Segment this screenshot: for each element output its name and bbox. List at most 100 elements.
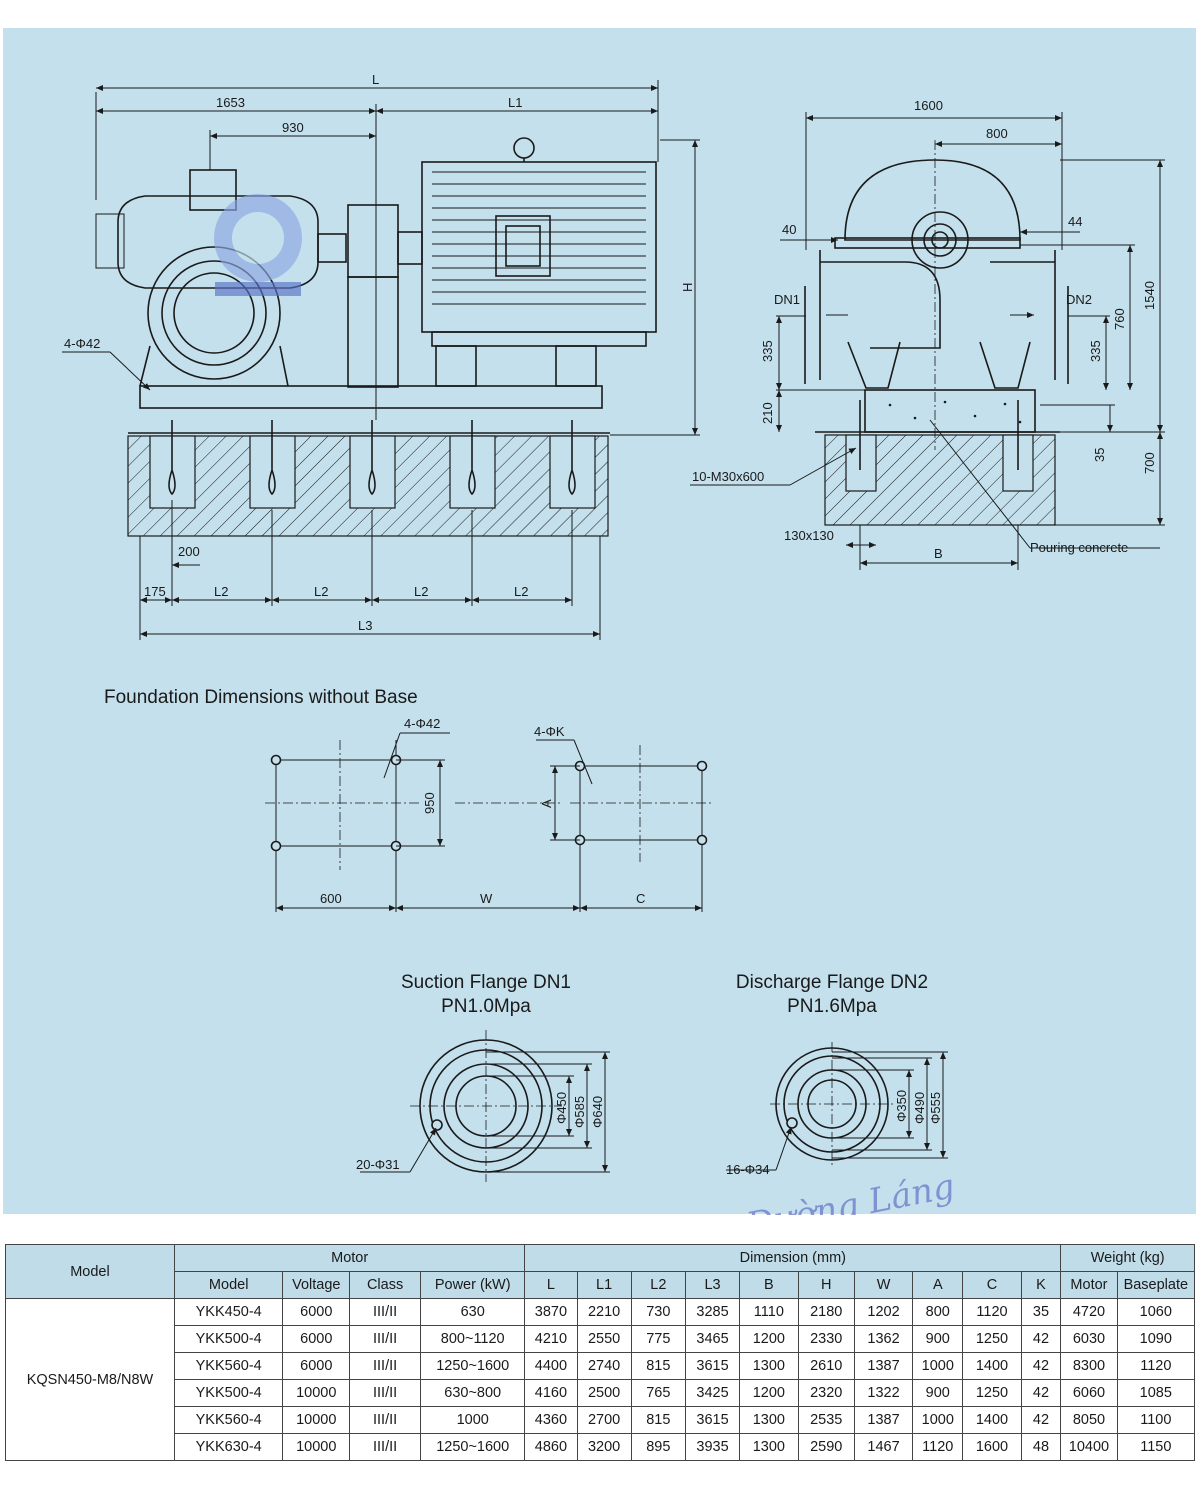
foundation-title: Foundation Dimensions without Base xyxy=(104,687,418,708)
foundation-dim-600: 600 xyxy=(320,891,342,906)
cell: 630 xyxy=(420,1298,526,1326)
cell: 3465 xyxy=(684,1325,741,1353)
cell: 8300 xyxy=(1060,1352,1118,1380)
cell: YKK450-4 xyxy=(173,1298,284,1326)
subheader-H: H xyxy=(797,1271,855,1299)
dim-35: 35 xyxy=(1092,448,1107,462)
subheader-L1: L1 xyxy=(576,1271,632,1299)
cell: 3615 xyxy=(684,1406,741,1434)
discharge-holes: 16-Φ34 xyxy=(726,1162,770,1177)
dim-175: 175 xyxy=(144,584,166,599)
cell: 1387 xyxy=(853,1406,914,1434)
dim-760: 760 xyxy=(1112,308,1127,330)
foundation-dim-A: A xyxy=(539,799,554,808)
discharge-title: Discharge Flange DN2 xyxy=(736,972,928,993)
dim-1540: 1540 xyxy=(1142,281,1157,310)
subheader-W: W xyxy=(853,1271,914,1299)
dim-44: 44 xyxy=(1068,214,1082,229)
discharge-d490: Φ490 xyxy=(912,1092,927,1124)
cell: III/II xyxy=(349,1298,422,1326)
subheader-motor-model: Model xyxy=(173,1271,284,1299)
cell: 815 xyxy=(630,1352,686,1380)
cell: 895 xyxy=(630,1433,686,1461)
cell: 2210 xyxy=(576,1298,632,1326)
dim-H: H xyxy=(680,283,695,292)
cell: 2550 xyxy=(576,1325,632,1353)
cell: 1150 xyxy=(1116,1433,1196,1461)
cell: 1250 xyxy=(962,1325,1022,1353)
header-dimension: Dimension (mm) xyxy=(524,1244,1062,1272)
dim-40: 40 xyxy=(782,222,796,237)
cell: 3200 xyxy=(576,1433,632,1461)
cell: 6000 xyxy=(282,1352,351,1380)
cell: YKK500-4 xyxy=(173,1325,284,1353)
subheader-weight-baseplate: Baseplate xyxy=(1116,1271,1196,1299)
cell: 10000 xyxy=(282,1433,351,1461)
cell: 1362 xyxy=(853,1325,914,1353)
cell: III/II xyxy=(349,1379,422,1407)
dim-L2-4: L2 xyxy=(514,584,528,599)
subheader-B: B xyxy=(739,1271,799,1299)
cell: 1120 xyxy=(962,1298,1022,1326)
cell: 3425 xyxy=(684,1379,741,1407)
cell: 42 xyxy=(1020,1352,1062,1380)
cell: 1000 xyxy=(912,1352,964,1380)
subheader-power: Power (kW) xyxy=(420,1271,526,1299)
cell: 4720 xyxy=(1060,1298,1118,1326)
discharge-d350: Φ350 xyxy=(894,1090,909,1122)
cell: YKK560-4 xyxy=(173,1352,284,1380)
foundation-dim-W: W xyxy=(480,891,493,906)
cell: 2535 xyxy=(797,1406,855,1434)
cell: 1400 xyxy=(962,1352,1022,1380)
cell: 1250 xyxy=(962,1379,1022,1407)
front-elevation: L 1653 L1 930 H 4-Φ42 200 175 L2 L2 L2 L… xyxy=(62,72,700,640)
pump-model-cell: KQSN450-M8/N8W xyxy=(5,1298,175,1461)
subheader-L: L xyxy=(524,1271,578,1299)
cell: 1110 xyxy=(739,1298,799,1326)
dim-L1: L1 xyxy=(508,95,522,110)
cell: 1322 xyxy=(853,1379,914,1407)
dim-210: 210 xyxy=(760,402,775,424)
subheader-voltage: Voltage xyxy=(282,1271,351,1299)
subheader-K: K xyxy=(1020,1271,1062,1299)
discharge-pressure: PN1.6Mpa xyxy=(787,996,877,1017)
pump-logo xyxy=(214,194,302,296)
subheader-L3: L3 xyxy=(684,1271,741,1299)
cell: 3615 xyxy=(684,1352,741,1380)
dim-335-left: 335 xyxy=(760,340,775,362)
cell: 1000 xyxy=(912,1406,964,1434)
dim-700: 700 xyxy=(1142,452,1157,474)
cell: YKK500-4 xyxy=(173,1379,284,1407)
cell: 1060 xyxy=(1116,1298,1196,1326)
cell: 2610 xyxy=(797,1352,855,1380)
suction-holes: 20-Φ31 xyxy=(356,1157,400,1172)
dim-L2-2: L2 xyxy=(314,584,328,599)
cell: 3870 xyxy=(524,1298,578,1326)
cell: 1200 xyxy=(739,1379,799,1407)
cell: 1250~1600 xyxy=(420,1433,526,1461)
foundation-plan: Foundation Dimensions without Base xyxy=(104,687,712,912)
cell: 1120 xyxy=(1116,1352,1196,1380)
cell: 2740 xyxy=(576,1352,632,1380)
dim-200: 200 xyxy=(178,544,200,559)
label-anchor-bolts: 10-M30x600 xyxy=(692,469,764,484)
cell: 6000 xyxy=(282,1325,351,1353)
cell: 2330 xyxy=(797,1325,855,1353)
cell: 42 xyxy=(1020,1325,1062,1353)
subheader-A: A xyxy=(912,1271,964,1299)
cell: 1120 xyxy=(912,1433,964,1461)
cell: YKK630-4 xyxy=(173,1433,284,1461)
cell: 1600 xyxy=(962,1433,1022,1461)
cell: 1467 xyxy=(853,1433,914,1461)
discharge-d555: Φ555 xyxy=(928,1092,943,1124)
cell: 1085 xyxy=(1116,1379,1196,1407)
cell: 4160 xyxy=(524,1379,578,1407)
cell: 2500 xyxy=(576,1379,632,1407)
cell: 3285 xyxy=(684,1298,741,1326)
dim-L: L xyxy=(372,72,379,87)
discharge-flange: Discharge Flange DN2 PN1.6Mpa Φ350 Φ490 … xyxy=(726,972,948,1177)
